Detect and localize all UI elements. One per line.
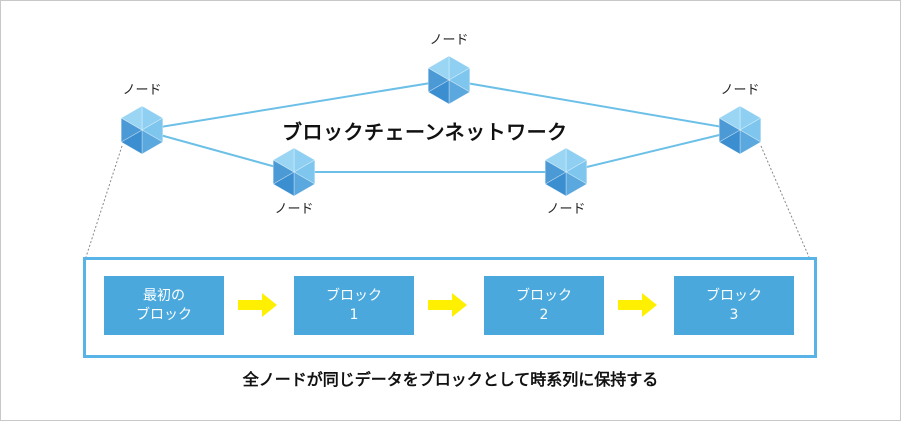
left-guide-line: [85, 145, 123, 258]
node-facet: [120, 105, 143, 131]
node-left-icon: [120, 105, 164, 155]
chain-arrow-icon: [238, 293, 277, 317]
chain-arrow-icon: [428, 293, 467, 317]
right-guide-line: [760, 145, 810, 258]
block-1-line1: ブロック: [326, 287, 382, 304]
node-label-top: ノード: [429, 33, 469, 48]
block-genesis-line1: 最初の: [143, 287, 185, 304]
node-top-icon: [427, 55, 471, 105]
block-1-line2: 1: [349, 306, 359, 323]
block-2-line2: 2: [539, 306, 549, 323]
node-lower-right-icon: [544, 147, 588, 197]
block-1: ブロック 1: [294, 276, 414, 335]
node-label-lower-right: ノード: [546, 202, 586, 217]
node-label-right: ノード: [720, 83, 760, 98]
node-facet: [718, 105, 741, 131]
block-genesis: 最初の ブロック: [104, 276, 224, 335]
block-3-line1: ブロック: [706, 287, 762, 304]
block-3-line2: 3: [729, 306, 739, 323]
block-3: ブロック 3: [674, 276, 794, 335]
network-link-top-right: [448, 79, 741, 131]
block-2-line1: ブロック: [516, 287, 572, 304]
network-title: ブロックチェーンネットワーク: [282, 120, 568, 144]
network-link-left-top: [141, 79, 450, 131]
node-facet: [427, 55, 450, 81]
node-label-left: ノード: [122, 83, 162, 98]
network-nodes: [120, 55, 762, 197]
network-link-lower-right-right: [565, 129, 741, 173]
block-2: ブロック 2: [484, 276, 604, 335]
node-facet: [272, 147, 295, 173]
block-genesis-line2: ブロック: [136, 306, 192, 323]
node-lower-left-icon: [272, 147, 316, 197]
network-links: [141, 79, 741, 173]
node-right-icon: [718, 105, 762, 155]
chain-arrow-icon: [618, 293, 657, 317]
diagram-caption: 全ノードが同じデータをブロックとして時系列に保持する: [242, 370, 659, 389]
network-link-left-lower-left: [141, 129, 295, 173]
node-facet: [544, 147, 567, 173]
node-label-lower-left: ノード: [274, 202, 314, 217]
